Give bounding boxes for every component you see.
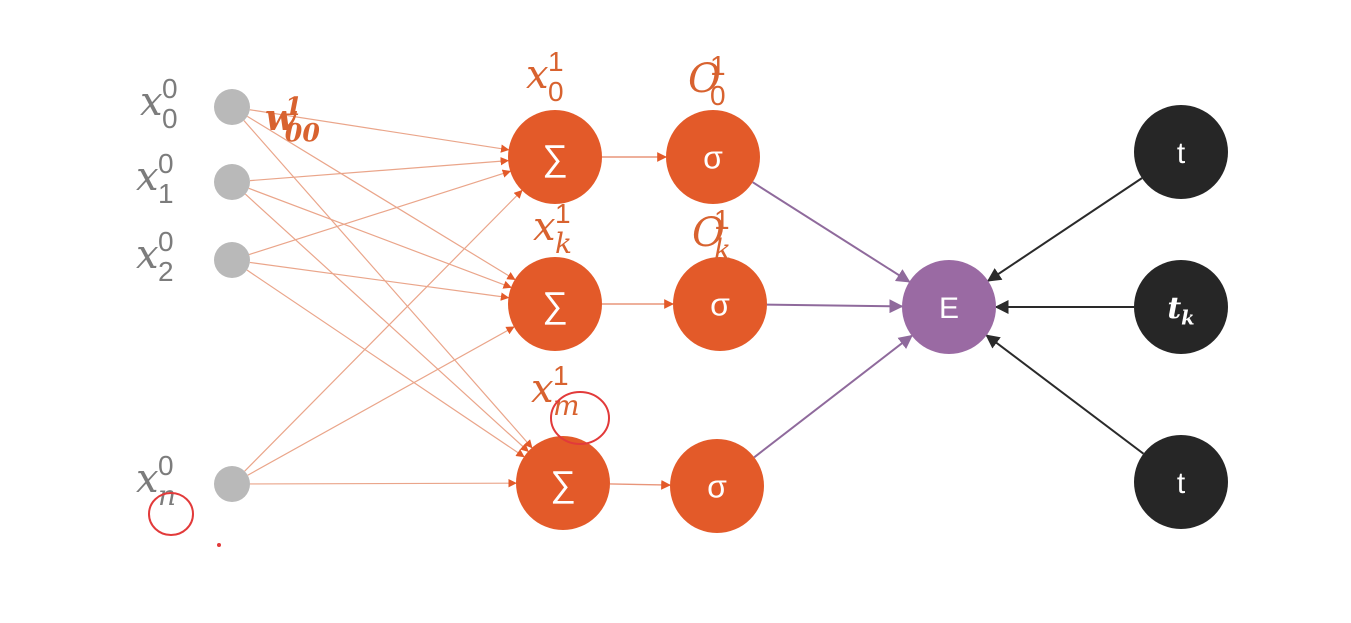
input-node-2 bbox=[214, 242, 250, 278]
svg-text:m: m bbox=[553, 389, 580, 422]
target-node-0-symbol: t bbox=[1177, 137, 1186, 170]
svg-text:x: x bbox=[526, 52, 549, 98]
svg-text:n: n bbox=[158, 479, 176, 512]
svg-text:k: k bbox=[555, 227, 572, 260]
annotation-dot bbox=[217, 543, 221, 547]
svg-text:2: 2 bbox=[158, 256, 174, 287]
svg-text:1: 1 bbox=[555, 198, 571, 229]
edge-input-3-sum-2 bbox=[249, 478, 517, 488]
edge-input-1-sum-0 bbox=[249, 157, 509, 182]
sigma-label-0: O10 bbox=[688, 50, 726, 111]
sigma-node-0-symbol: σ bbox=[703, 140, 723, 176]
edge-input-1-sum-1 bbox=[248, 187, 512, 289]
svg-text:0: 0 bbox=[710, 80, 726, 111]
svg-text:1: 1 bbox=[553, 360, 569, 391]
svg-text:x: x bbox=[531, 366, 554, 412]
edge-target-0-error bbox=[986, 177, 1143, 282]
svg-text:1: 1 bbox=[714, 204, 730, 235]
sum-node-0-symbol: ∑ bbox=[542, 137, 568, 178]
edge-input-3-sum-1 bbox=[247, 326, 515, 476]
sigma-node-2 bbox=[670, 439, 764, 533]
edge-sigma-2-error bbox=[753, 334, 913, 459]
svg-text:00: 00 bbox=[285, 118, 321, 148]
annotation-layer bbox=[148, 391, 610, 547]
target-node-2-symbol: t bbox=[1177, 467, 1186, 500]
edge-sum-2-sigma bbox=[609, 480, 671, 490]
svg-text:O: O bbox=[688, 56, 721, 102]
target-node-2 bbox=[1134, 435, 1228, 529]
svg-text:0: 0 bbox=[162, 73, 178, 104]
input-node-3 bbox=[214, 466, 250, 502]
svg-text:x: x bbox=[136, 232, 159, 278]
edge-input-0-sum-2 bbox=[243, 120, 533, 449]
svg-text:w: w bbox=[265, 97, 298, 139]
edge-input-2-sum-0 bbox=[248, 169, 512, 256]
sigma-node-1 bbox=[673, 257, 767, 351]
svg-text:O: O bbox=[692, 210, 725, 256]
svg-text:0: 0 bbox=[548, 76, 564, 107]
sum-node-2 bbox=[516, 436, 610, 530]
edge-layer bbox=[243, 109, 1145, 490]
annotation-circle-m bbox=[550, 391, 610, 445]
error-node-symbol: E bbox=[939, 292, 959, 325]
annotation-circle-n bbox=[148, 492, 194, 536]
edge-input-0-sum-0 bbox=[249, 109, 510, 153]
svg-text:1: 1 bbox=[548, 46, 564, 77]
sum-node-2-symbol: ∑ bbox=[550, 463, 576, 504]
sigma-node-1-symbol: σ bbox=[710, 287, 730, 323]
svg-text:k: k bbox=[714, 233, 731, 266]
svg-text:1: 1 bbox=[285, 91, 303, 121]
edge-input-1-sum-2 bbox=[244, 193, 529, 452]
error-node bbox=[902, 260, 996, 354]
svg-text:x: x bbox=[136, 456, 159, 502]
svg-text:x: x bbox=[140, 79, 163, 125]
edge-input-2-sum-2 bbox=[246, 269, 525, 458]
svg-text:x: x bbox=[136, 154, 159, 200]
svg-text:0: 0 bbox=[158, 450, 174, 481]
svg-text:0: 0 bbox=[158, 226, 174, 257]
edge-input-2-sum-1 bbox=[249, 261, 510, 301]
svg-text:1: 1 bbox=[710, 50, 726, 81]
target-node-0 bbox=[1134, 105, 1228, 199]
sum-node-0 bbox=[508, 110, 602, 204]
edge-sigma-0-error bbox=[752, 181, 911, 283]
sigma-node-0 bbox=[666, 110, 760, 204]
sum-node-1-symbol: ∑ bbox=[542, 284, 568, 325]
edge-target-2-error bbox=[985, 334, 1145, 455]
edge-input-0-sum-1 bbox=[247, 115, 516, 281]
sigma-label-1: O1k bbox=[692, 204, 731, 266]
sigma-node-2-symbol: σ bbox=[707, 469, 727, 505]
svg-text:0: 0 bbox=[158, 148, 174, 179]
input-node-1 bbox=[214, 164, 250, 200]
sum-node-1 bbox=[508, 257, 602, 351]
svg-text:0: 0 bbox=[162, 103, 178, 134]
svg-text:x: x bbox=[533, 204, 556, 250]
edge-input-3-sum-0 bbox=[244, 189, 523, 472]
svg-text:1: 1 bbox=[158, 178, 174, 209]
edge-sigma-1-error bbox=[766, 299, 904, 314]
target-node-1 bbox=[1134, 260, 1228, 354]
input-node-0 bbox=[214, 89, 250, 125]
